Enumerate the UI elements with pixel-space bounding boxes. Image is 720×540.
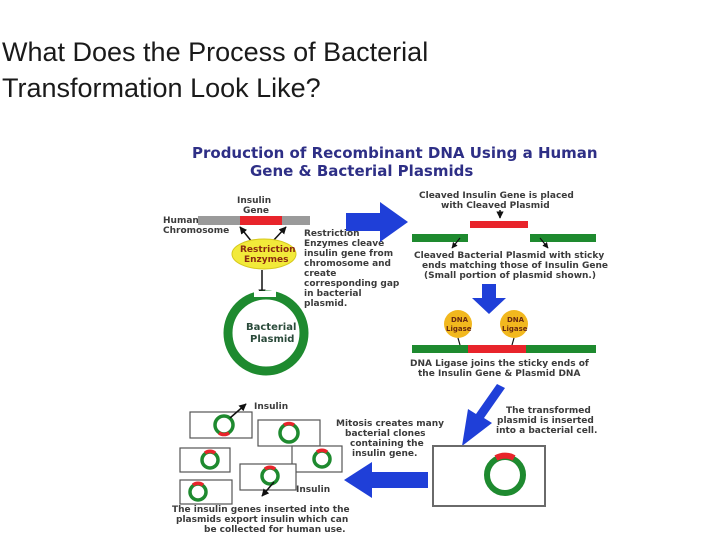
ligase-text-1: DNA Ligase joins the sticky ends of — [410, 359, 589, 369]
insulin-arrow-bottom — [261, 481, 275, 497]
slide-title: What Does the Process of Bacterial Trans… — [2, 34, 562, 106]
bacterial-cell — [432, 445, 546, 507]
ligase-pointer-left — [457, 337, 461, 346]
insulin-arrow-top — [229, 403, 247, 419]
export-text: The insulin genes inserted into the plas… — [172, 505, 350, 535]
transformed-text: The transformed plasmid is inserted into… — [496, 406, 597, 436]
restriction-text: Restriction Enzymes cleave insulin gene … — [304, 229, 400, 309]
restriction-enzymes-label-2: Enzymes — [244, 255, 289, 265]
blue-arrow-left — [344, 462, 428, 498]
insulin-gene-segment — [240, 216, 282, 225]
mitosis-text-1: Mitosis creates many — [336, 419, 444, 429]
diagram-title-line-1: Production of Recombinant DNA Using a Hu… — [192, 144, 598, 162]
clone-cell — [189, 411, 253, 439]
mitosis-text-2: bacterial clones — [345, 429, 426, 439]
ligase-left-label-1: DNA — [451, 316, 469, 324]
human-chromosome-label-1: Human — [163, 216, 199, 226]
mitosis-text-4: insulin gene. — [352, 449, 417, 459]
insulin-gene-label-1: Insulin — [237, 196, 271, 206]
restriction-text-1: Restriction — [304, 229, 360, 239]
export-text-3: be collected for human use. — [204, 525, 346, 535]
transformed-text-2: plasmid is inserted — [497, 416, 594, 426]
insulin-label-top: Insulin — [254, 402, 288, 412]
ligase-pointer-right — [511, 337, 515, 346]
enzyme-arrow-left — [239, 226, 253, 243]
ligase-right-label-2: Ligase — [502, 325, 528, 333]
restriction-text-7: in bacterial — [304, 289, 362, 299]
ligase-left-label-2: Ligase — [446, 325, 472, 333]
bacterial-plasmid-label-2: Plasmid — [250, 334, 294, 345]
blue-arrow-diagonal — [462, 384, 505, 446]
clone-cell — [257, 419, 321, 447]
transformed-text-1: The transformed — [506, 406, 591, 416]
cleaved-gene-text-1: Cleaved Insulin Gene is placed — [419, 191, 574, 201]
cleaved-plasmid-text-3: (Small portion of plasmid shown.) — [424, 271, 596, 281]
mitosis-text-3: containing the — [350, 439, 424, 449]
restriction-text-5: create — [304, 269, 336, 279]
restriction-text-3: insulin gene from — [304, 249, 393, 259]
slide-title-line-1: What Does the Process of Bacterial — [2, 37, 429, 67]
human-chromosome — [198, 216, 310, 225]
cleaved-insulin-gene — [470, 221, 528, 228]
clone-cell — [179, 447, 231, 473]
dna-ligase-left: DNA Ligase — [444, 310, 472, 338]
slide-title-line-2: Transformation Look Like? — [2, 73, 321, 103]
clone-cell — [291, 445, 343, 473]
ligase-text: DNA Ligase joins the sticky ends of the … — [410, 359, 589, 379]
ligated-dna — [412, 345, 596, 353]
restriction-text-2: Enzymes cleave — [304, 239, 384, 249]
clone-cell — [239, 463, 297, 491]
cleaved-plasmid-text: Cleaved Bacterial Plasmid with sticky en… — [414, 251, 608, 281]
cleaved-plasmid-arrow-right — [539, 237, 549, 249]
restriction-enzymes: Restriction Enzymes — [231, 238, 297, 270]
insulin-gene-label: Insulin Gene — [237, 196, 271, 216]
human-chromosome-label: Human Chromosome — [163, 216, 229, 236]
cleaved-plasmid-text-1: Cleaved Bacterial Plasmid with sticky — [414, 251, 604, 261]
restriction-enzymes-label-1: Restriction — [240, 245, 296, 255]
mitosis-text: Mitosis creates many bacterial clones co… — [336, 419, 444, 459]
export-text-1: The insulin genes inserted into the — [172, 505, 350, 515]
ligase-right-label-1: DNA — [507, 316, 525, 324]
cleaved-gene-text-2: with Cleaved Plasmid — [441, 201, 550, 211]
insulin-label-bottom: Insulin — [296, 485, 330, 495]
bacterial-clones — [179, 411, 343, 505]
restriction-text-6: corresponding gap — [304, 279, 400, 289]
transformed-text-3: into a bacterial cell. — [496, 426, 597, 436]
restriction-text-4: chromosome and — [304, 259, 391, 269]
cleaved-gene-text: Cleaved Insulin Gene is placed with Clea… — [419, 191, 574, 211]
bacterial-plasmid-label-1: Bacterial — [246, 322, 296, 333]
export-text-2: plasmids export insulin which can — [176, 515, 348, 525]
ligase-text-2: the Insulin Gene & Plasmid DNA — [418, 369, 580, 379]
diagram-title-line-2: Gene & Bacterial Plasmids — [250, 162, 473, 180]
human-chromosome-label-2: Chromosome — [163, 226, 229, 236]
blue-arrow-right — [346, 202, 408, 242]
cleaved-plasmid-arrow-left — [451, 237, 461, 249]
bacterial-plasmid: Bacterial Plasmid — [223, 290, 309, 376]
cleaved-plasmid-segments — [412, 234, 596, 242]
blue-arrow-down — [472, 284, 506, 314]
dna-ligase-right: DNA Ligase — [500, 310, 528, 338]
restriction-text-8: plasmid. — [304, 299, 347, 309]
clone-cell — [179, 479, 233, 505]
cleaved-plasmid-text-2: ends matching those of Insulin Gene — [422, 261, 608, 271]
insulin-gene-label-2: Gene — [243, 206, 269, 216]
